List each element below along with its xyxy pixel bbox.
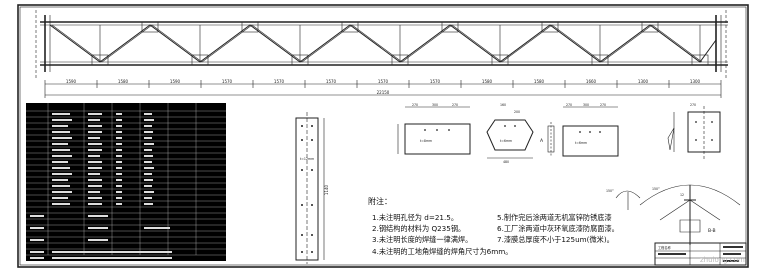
plate-a-dim-2: 300 [432,103,438,107]
total-length: 22150 [377,90,390,95]
dim-8: 1570 [430,79,441,84]
notes-title: 附注： [368,196,392,206]
inner-border [19,6,747,266]
material-table [26,103,226,261]
plate-c-label: t=6mm [575,141,587,145]
section-a-label: A [540,138,544,144]
note-5: 5.制作完后涂两道无机富锌防锈底漆 [497,213,612,222]
plate-c-dim-3: 270 [600,103,606,107]
note-1: 1.未注明孔径为 d=21.5。 [372,213,458,222]
plate-b-detail: 160 200 t=6mm 480 [486,103,534,164]
dim-7: 1570 [378,79,389,84]
watermark: zhulong.com [700,256,745,264]
joint-detail: 150° 12 B-B [639,184,741,245]
tall-plate-label: t=12mm [300,157,314,161]
drawing-border [17,4,749,268]
section-bb-detail: 270 [667,103,721,160]
joint-weld-label: 12 [680,193,684,197]
notes-block: 附注： 1.未注明孔径为 d=21.5。 2.钢结构的材料为 Q235钢。 3.… [368,196,619,256]
title-block: 工程名称 [654,242,747,266]
dim-9: 1580 [482,79,493,84]
note-7: 7.漆膜总厚度不小于125um(微米)。 [497,235,614,244]
plate-a-dim-3: 270 [452,103,458,107]
dim-5: 1570 [274,79,285,84]
truss-elevation [35,10,728,78]
angle-detail: 150° [606,189,641,210]
dim-10: 1580 [534,79,545,84]
section-bb-dim: 270 [690,103,696,107]
panel-dim-labels: 1590 1580 1590 1570 1570 1570 1570 1570 … [66,79,701,95]
dim-12: 1300 [638,79,649,84]
dim-11: 1660 [586,79,597,84]
plate-a-dim-1: 270 [412,103,418,107]
plate-b-dim-1: 160 [500,103,506,107]
plate-b-label: t=6mm [500,139,512,143]
title-block-label: 工程名称 [658,245,672,250]
dim-6: 1570 [326,79,337,84]
section-bb-label: B-B [708,228,716,234]
plate-c-dim-2: 300 [583,103,589,107]
tall-plate-detail: 1140 t=12mm [295,112,329,264]
plate-c-dim-1: 270 [566,103,572,107]
dim-1: 1590 [66,79,77,84]
plate-a-label: t=8mm [420,139,432,143]
note-2: 2.钢结构的材料为 Q235钢。 [372,224,465,233]
plate-c-detail: 270 300 270 t=6mm A [540,103,619,157]
dim-3: 1590 [170,79,181,84]
note-4: 4.未注明的工地角焊缝的焊角尺寸为6mm。 [372,247,512,256]
plate-a-detail: 270 300 270 t=8mm [397,103,471,155]
plate-b-dim-2: 200 [514,110,520,114]
dimension-line [44,80,722,98]
dim-13: 1300 [690,79,701,84]
joint-angle-label: 150° [652,187,660,191]
note-6: 6.工厂涂两道中灰环氧底漆防腐面漆。 [497,224,619,233]
plate-b-dim-3: 480 [503,160,509,164]
dim-2: 1580 [118,79,129,84]
note-3: 3.未注明长度的焊缝一律满焊。 [372,235,472,244]
tall-plate-dim: 1140 [324,184,329,195]
dim-4: 1570 [222,79,233,84]
angle-detail-label: 150° [606,189,614,193]
